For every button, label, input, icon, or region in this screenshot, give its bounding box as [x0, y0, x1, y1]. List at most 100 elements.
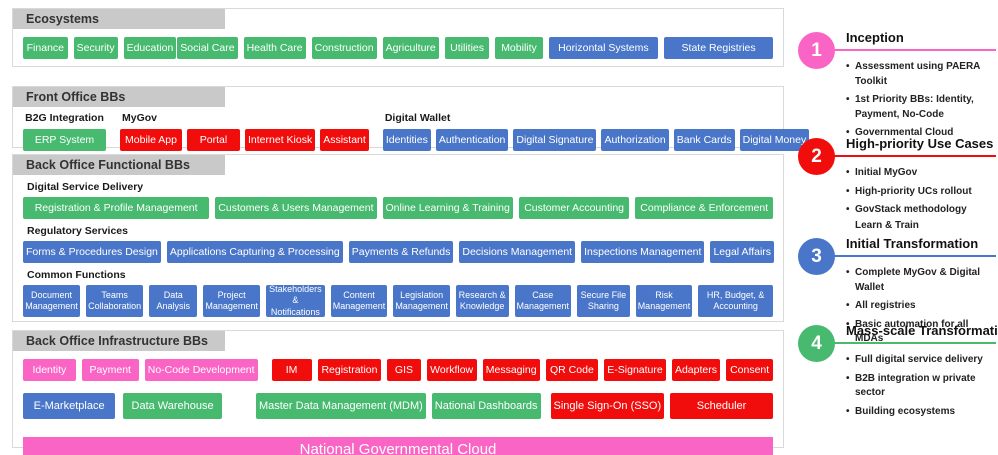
- bb-health-care[interactable]: Health Care: [243, 37, 306, 59]
- bb-project-management[interactable]: Project Management: [203, 285, 260, 317]
- bb-workflow[interactable]: Workflow: [426, 359, 477, 381]
- section-back-office-functional: Back Office Functional BBs Digital Servi…: [12, 154, 784, 322]
- phase-bullets: Assessment using PAERA Toolkit1st Priori…: [846, 60, 996, 141]
- bb-utilities[interactable]: Utilities: [444, 37, 490, 59]
- bb-bank-cards[interactable]: Bank Cards: [673, 129, 735, 151]
- bb-secure-file-sharing[interactable]: Secure File Sharing: [577, 285, 630, 317]
- bb-registration-profile-management[interactable]: Registration & Profile Management: [23, 197, 210, 219]
- b2g-integration-row: ERP System: [23, 129, 106, 151]
- bb-agriculture[interactable]: Agriculture: [382, 37, 439, 59]
- bb-payment[interactable]: Payment: [81, 359, 139, 381]
- bb-mobile-app[interactable]: Mobile App: [120, 129, 182, 151]
- bb-finance[interactable]: Finance: [23, 37, 68, 59]
- phase-bullet: Building ecosystems: [846, 405, 996, 420]
- bb-content-management[interactable]: Content Management: [330, 285, 388, 317]
- bb-social-care[interactable]: Social Care: [177, 37, 238, 59]
- bb-horizontal-systems[interactable]: Horizontal Systems: [548, 37, 659, 59]
- phase-number-badge: 1: [798, 32, 835, 69]
- bb-gis[interactable]: GIS: [387, 359, 421, 381]
- bb-qr-code[interactable]: QR Code: [545, 359, 599, 381]
- bb-mobility[interactable]: Mobility: [495, 37, 543, 59]
- sublabel-common-functions: Common Functions: [27, 269, 126, 281]
- group-label-mygov: MyGov: [122, 112, 158, 124]
- bb-scheduler[interactable]: Scheduler: [670, 393, 774, 419]
- section-front-office: Front Office BBs B2G Integration ERP Sys…: [12, 86, 810, 151]
- bb-identity[interactable]: Identity: [23, 359, 76, 381]
- bb-hr-budget-accounting[interactable]: HR, Budget, & Accounting: [698, 285, 773, 317]
- bb-data-analysis[interactable]: Data Analysis: [149, 285, 198, 317]
- bb-forms-procedures-design[interactable]: Forms & Procedures Design: [23, 241, 161, 263]
- bb-digital-money[interactable]: Digital Money: [739, 129, 810, 151]
- sublabel-regulatory-services: Regulatory Services: [27, 225, 128, 237]
- phases-sidebar: 1 Inception Assessment using PAERA Toolk…: [796, 0, 998, 455]
- phase-bullet: 1st Priority BBs: Identity, Payment, No-…: [846, 93, 996, 122]
- bb-customers-users-management[interactable]: Customers & Users Management: [215, 197, 377, 219]
- bb-legal-affairs[interactable]: Legal Affairs: [710, 241, 775, 263]
- group-label-digital-wallet: Digital Wallet: [384, 112, 451, 124]
- bb-compliance-enforcement[interactable]: Compliance & Enforcement: [635, 197, 773, 219]
- phase-number-badge: 2: [798, 138, 835, 175]
- phase-inception: 1 Inception Assessment using PAERA Toolk…: [796, 30, 998, 145]
- bb-identities[interactable]: Identities: [382, 129, 431, 151]
- bb-teams-collaboration[interactable]: Teams Collaboration: [86, 285, 144, 317]
- bb-data-warehouse[interactable]: Data Warehouse: [123, 393, 222, 419]
- bb-stakeholders-notifications[interactable]: Stakeholders & Notifications: [265, 284, 325, 317]
- bb-authentication[interactable]: Authentication: [435, 129, 509, 151]
- bb-customer-accounting[interactable]: Customer Accounting: [518, 197, 630, 219]
- phase-rule: [832, 342, 996, 344]
- bb-single-sign-on-sso[interactable]: Single Sign-On (SSO): [550, 393, 665, 419]
- phase-bullet: Initial MyGov: [846, 166, 996, 181]
- bb-consent[interactable]: Consent: [726, 359, 774, 381]
- bb-portal[interactable]: Portal: [187, 129, 240, 151]
- bb-inspections-management[interactable]: Inspections Management: [581, 241, 705, 263]
- phase-mass-scale-transformation: 4 Mass-scale Transformation Full digital…: [796, 323, 998, 423]
- bb-payments-refunds[interactable]: Payments & Refunds: [348, 241, 454, 263]
- phase-rule: [832, 255, 996, 257]
- bb-construction[interactable]: Construction: [311, 37, 377, 59]
- phase-bullet: Governmental Cloud: [846, 126, 996, 141]
- phase-initial-transformation: 3 Initial Transformation Complete MyGov …: [796, 236, 998, 351]
- bb-adapters[interactable]: Adapters: [671, 359, 721, 381]
- phase-number-badge: 3: [798, 238, 835, 275]
- bb-e-marketplace[interactable]: E-Marketplace: [23, 393, 116, 419]
- bb-education[interactable]: Education: [123, 37, 177, 59]
- bb-no-code-development[interactable]: No-Code Development: [144, 359, 258, 381]
- bb-state-registries[interactable]: State Registries: [664, 37, 773, 59]
- bb-risk-management[interactable]: Risk Management: [635, 285, 693, 317]
- bb-authorization[interactable]: Authorization: [601, 129, 669, 151]
- bb-e-signature[interactable]: E-Signature: [604, 359, 666, 381]
- bb-internet-kiosk[interactable]: Internet Kiosk: [245, 129, 316, 151]
- bb-research-knowledge[interactable]: Research & Knowledge: [455, 285, 509, 317]
- bb-document-management[interactable]: Document Management: [23, 285, 81, 317]
- bb-case-management[interactable]: Case Management: [514, 285, 572, 317]
- phase-bullets: Initial MyGovHigh-priority UCs rolloutGo…: [846, 166, 996, 233]
- bb-national-governmental-cloud[interactable]: National Governmental Cloud: [23, 437, 773, 455]
- bb-master-data-management-mdm[interactable]: Master Data Management (MDM): [255, 393, 426, 419]
- bb-security[interactable]: Security: [73, 37, 118, 59]
- bb-messaging[interactable]: Messaging: [482, 359, 540, 381]
- bb-erp-system[interactable]: ERP System: [23, 129, 106, 151]
- bb-im[interactable]: IM: [271, 359, 312, 381]
- section-title-back-office-functional: Back Office Functional BBs: [13, 155, 225, 175]
- phase-bullet: Learn & Train: [855, 219, 919, 231]
- phase-title: Initial Transformation: [846, 236, 979, 251]
- phase-bullet: Basic automation for all MDAs: [846, 318, 996, 347]
- bb-digital-signature[interactable]: Digital Signature: [513, 129, 597, 151]
- bb-legislation-management[interactable]: Legislation Management: [393, 285, 450, 317]
- phase-bullets: Full digital service deliveryB2B integra…: [846, 353, 996, 419]
- bb-decisions-management[interactable]: Decisions Management: [459, 241, 576, 263]
- bb-applications-capturing-processing[interactable]: Applications Capturing & Processing: [166, 241, 343, 263]
- phase-high-priority-use-cases: 2 High-priority Use Cases Initial MyGovH…: [796, 136, 998, 237]
- bb-registration[interactable]: Registration: [317, 359, 382, 381]
- sublabel-digital-service-delivery: Digital Service Delivery: [27, 181, 144, 193]
- bb-national-dashboards[interactable]: National Dashboards: [431, 393, 541, 419]
- bb-online-learning-training[interactable]: Online Learning & Training: [382, 197, 513, 219]
- bb-assistant[interactable]: Assistant: [320, 129, 369, 151]
